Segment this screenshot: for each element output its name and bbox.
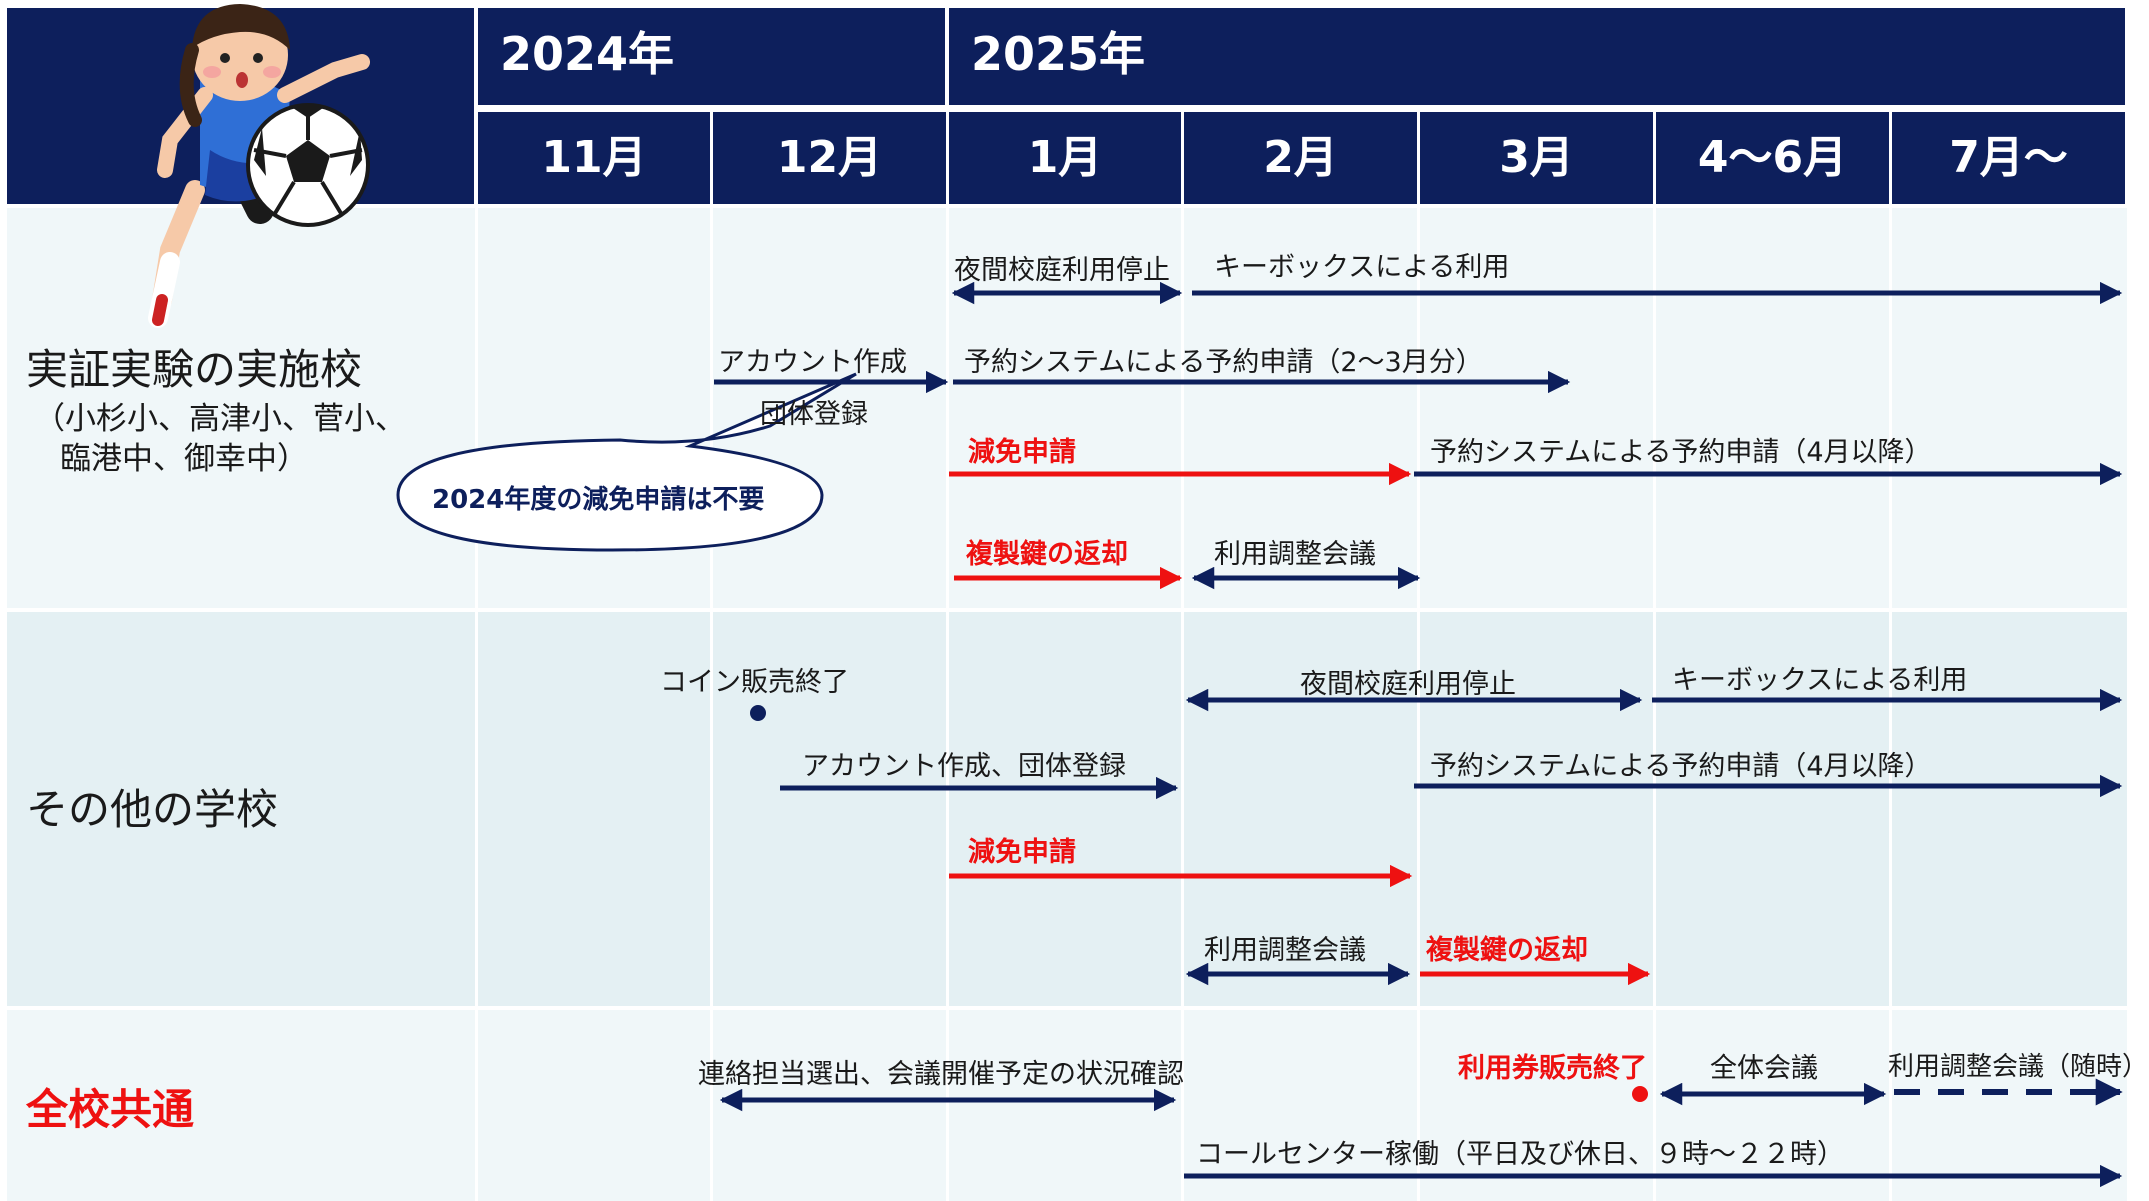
col-sep <box>1181 208 1184 1201</box>
label-o-keybox: キーボックスによる利用 <box>1672 665 1968 696</box>
row-sub-jissho-2: 臨港中、御幸中） <box>60 441 308 477</box>
label-o-key-return: 複製鍵の返却 <box>1426 935 1588 966</box>
col-sep <box>1653 208 1656 1201</box>
label-c-ticket-end: 利用券販売終了 <box>1458 1053 1647 1084</box>
col-sep <box>1889 208 1892 1201</box>
label-c-contact: 連絡担当選出、会議開催予定の状況確認 <box>698 1059 1184 1090</box>
row-title-common: 全校共通 <box>26 1085 195 1134</box>
col-sep <box>475 208 478 1201</box>
row-sub-jissho-1: （小杉小、高津小、菅小、 <box>34 401 406 437</box>
month-dec: 12月 <box>713 112 946 204</box>
label-j-night-stop: 夜間校庭利用停止 <box>954 255 1170 286</box>
label-o-account: アカウント作成、団体登録 <box>802 751 1126 782</box>
label-j-genmen: 減免申請 <box>968 437 1076 468</box>
month-apr-jun: 4〜6月 <box>1656 112 1889 204</box>
label-o-adjust: 利用調整会議 <box>1204 935 1366 966</box>
speech-bubble <box>396 372 857 552</box>
label-o-night-stop: 夜間校庭利用停止 <box>1300 669 1516 700</box>
band-other <box>7 612 2127 1006</box>
label-j-reserve-4: 予約システムによる予約申請（4月以降） <box>1430 437 1932 468</box>
month-jul-on: 7月〜 <box>1892 112 2125 204</box>
label-c-all-meeting: 全体会議 <box>1710 1053 1818 1084</box>
label-o-reserve-4: 予約システムによる予約申請（4月以降） <box>1430 751 1932 782</box>
label-j-account: アカウント作成 <box>718 347 907 378</box>
row-title-other: その他の学校 <box>26 785 279 834</box>
month-mar: 3月 <box>1420 112 1653 204</box>
band-jissho <box>7 208 2127 608</box>
label-j-key-return: 複製鍵の返却 <box>966 539 1128 570</box>
label-j-reserve-23: 予約システムによる予約申請（2〜3月分） <box>964 347 1483 378</box>
label-o-coin-end: コイン販売終了 <box>660 667 849 698</box>
soccer-player-illustration <box>148 4 370 328</box>
label-j-group: 団体登録 <box>760 399 868 430</box>
year-2025: 2025年 <box>949 8 2125 105</box>
month-nov: 11月 <box>478 112 710 204</box>
label-o-genmen: 減免申請 <box>968 837 1076 868</box>
col-sep <box>710 208 713 1201</box>
label-c-callcenter: コールセンター稼働（平日及び休日、９時〜２２時） <box>1196 1139 1844 1170</box>
year-2024: 2024年 <box>478 8 945 105</box>
row-title-jissho: 実証実験の実施校 <box>26 345 363 394</box>
month-jan: 1月 <box>949 112 1181 204</box>
label-c-adjust-any: 利用調整会議（随時） <box>1888 1052 2149 1082</box>
month-feb: 2月 <box>1184 112 1417 204</box>
bubble-text: 2024年度の減免申請は不要 <box>432 485 765 515</box>
label-j-keybox: キーボックスによる利用 <box>1214 252 1510 283</box>
col-sep <box>946 208 949 1201</box>
dot-coin-end <box>750 705 766 721</box>
label-j-adjust: 利用調整会議 <box>1214 539 1376 570</box>
dot-ticket-end <box>1632 1086 1648 1102</box>
